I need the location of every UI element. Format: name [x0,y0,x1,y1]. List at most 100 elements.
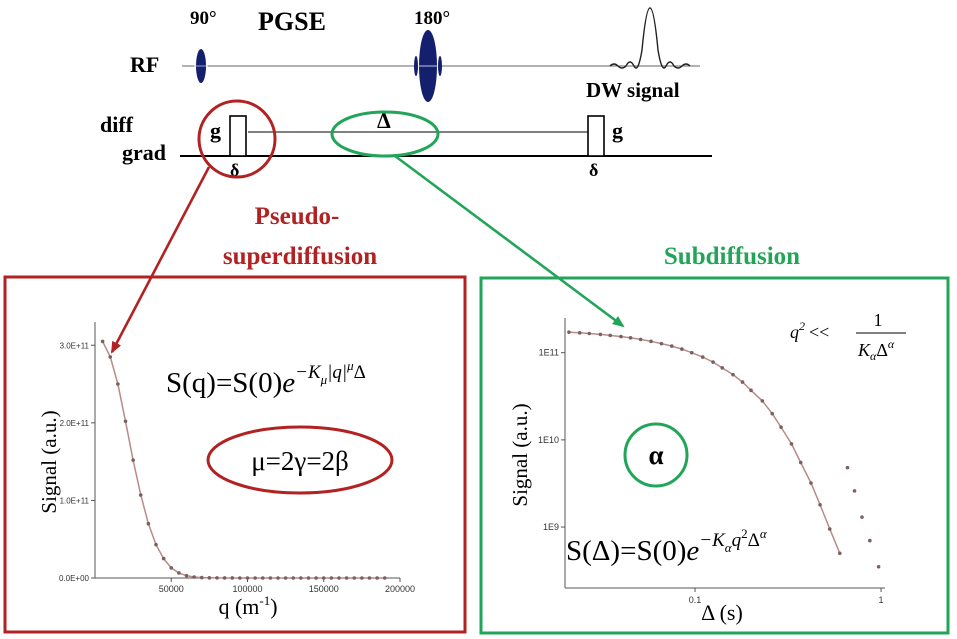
left-x-tick-label: 100000 [232,584,262,594]
right-data-point [567,330,571,334]
left-data-point [382,576,387,580]
right-eq-exp-q: q [732,530,742,551]
left-x-tick-label: 50000 [159,584,184,594]
right-data-point [638,337,643,342]
left-data-point [177,571,181,575]
right-ylabel: Signal (a.u.) [508,403,532,506]
cond-den-K: K [857,340,871,360]
g-right-label: g [612,118,623,143]
dw-echo-signal [609,7,691,69]
rf-pulse-180 [414,30,442,102]
left-xlabel: q (m-1) [218,593,277,619]
left-xlabel-main: q (m [218,594,259,619]
right-data-point [598,332,603,337]
left-data-point [360,576,364,580]
left-data-point [207,576,212,580]
right-fit-line [568,331,841,554]
left-data-point [154,542,158,547]
alpha-circle [623,422,689,488]
left-eq-exp-delta: Δ [354,362,366,383]
right-heading: Subdiffusion [664,243,800,270]
right-data-point [798,460,803,465]
left-data-point [123,419,128,424]
left-y-tick-label: 2.0E+11 [60,419,90,428]
left-data-point [138,493,143,497]
right-data-point [628,336,633,340]
big-delta-label: Δ [377,108,391,133]
cond-q: q [790,322,799,342]
relation-text: μ=2γ=2β [251,446,349,476]
right-data-point [608,333,613,338]
right-data-point [577,331,582,335]
right-data-point [770,411,775,416]
right-x-tick-label: 1 [879,595,884,605]
left-data-point [230,576,235,580]
left-heading-line2: superdiffusion [223,243,377,270]
right-plot-points [567,330,881,569]
cond-den-sup: α [888,337,895,351]
left-data-point [169,566,174,570]
right-data-point [700,355,705,359]
gradient-pulse-left [229,115,247,157]
left-data-point [245,576,250,580]
alpha-label: α [648,440,663,470]
left-eq-exp-mu: μ [346,358,354,373]
left-y-tick-label: 0.0E+00 [59,574,90,583]
right-x-tick-label: 0.1 [689,595,702,605]
rf-label: RF [130,52,159,77]
delta-small-left: δ [230,160,239,180]
left-data-point [283,576,288,580]
cond-q-sup: 2 [799,319,805,333]
right-data-point [779,425,783,429]
right-data-point [711,360,715,364]
right-y-tick-label: 1E9 [543,522,559,532]
right-eq-exp-sub: α [725,540,733,555]
left-data-point [253,576,257,580]
left-eq-exp-sub: μ [320,372,328,387]
pulse-180-label: 180° [414,8,450,29]
right-data-point [731,372,735,377]
pulse-90-label: 90° [190,8,217,29]
g-left-label: g [210,118,221,143]
right-data-point [689,350,694,355]
cond-lt: << [809,322,829,342]
left-x-tick-label: 150000 [309,584,339,594]
left-data-point [344,576,349,580]
left-eq-e: e [282,367,295,399]
right-plot-curve [568,331,841,554]
green-arrow [394,154,625,328]
rf-pulse-90 [194,49,208,83]
left-y-tick-label: 1.0E+11 [60,496,90,505]
left-data-point [375,576,379,580]
right-data-point [749,388,753,393]
right-data-point [818,503,822,507]
left-data-point [314,576,318,580]
right-data-point [837,551,842,556]
left-eq-prefix: S(q)=S(0) [166,367,282,399]
left-y-tick-label: 3.0E+11 [60,341,90,350]
right-data-point [680,347,684,351]
left-eq-exp: −K [295,362,322,383]
right-eq-exp-q2: 2 [741,526,748,541]
right-y-tick-label: 1E11 [539,348,559,358]
left-data-point [291,576,296,580]
left-data-point [367,576,372,580]
cond-lhs: q2 << [790,319,829,342]
right-data-point [809,481,813,485]
left-data-point [215,576,219,580]
grad-label: grad [122,140,166,165]
left-data-point [321,576,326,580]
left-data-point [276,576,280,580]
left-data-point [238,576,242,580]
right-data-point [789,442,794,446]
left-data-point [131,458,135,462]
right-plot-axes [564,318,885,589]
right-data-point [720,366,725,370]
left-panel-frame [3,275,467,634]
right-eq-exp-Da: α [760,526,768,541]
right-panel-frame [479,276,950,635]
right-eq-exp: −K [699,530,726,551]
left-data-point [337,576,341,580]
